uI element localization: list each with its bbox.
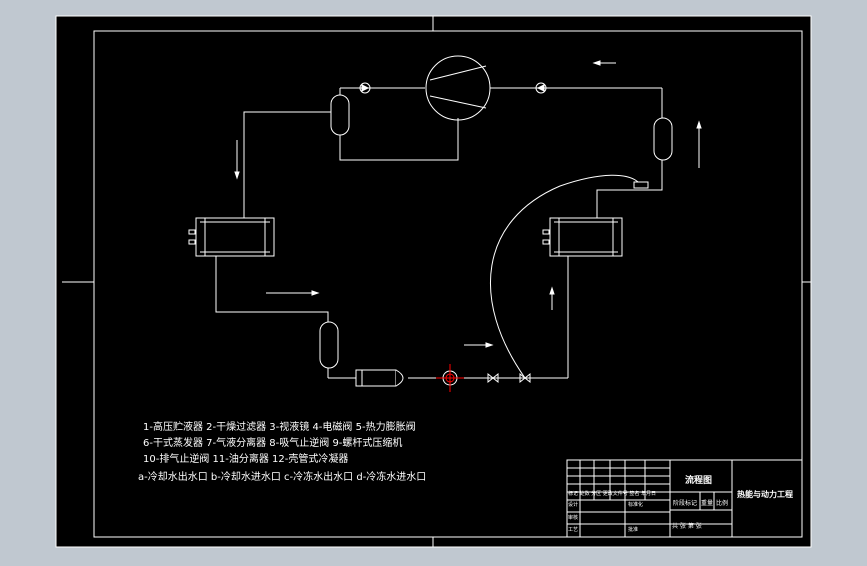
row-standard: 标准化 xyxy=(628,501,643,508)
legend-line-2: 6-干式蒸发器 7-气液分离器 8-吸气止逆阀 9-螺杆式压缩机 xyxy=(143,436,402,449)
flow-arrows xyxy=(234,60,702,348)
center-marks xyxy=(62,16,811,547)
legend-line-4: a-冷却水出水口 b-冷却水进水口 c-冷冻水出水口 d-冷冻水进水口 xyxy=(138,470,426,483)
weight-label: 重量 xyxy=(701,499,713,507)
title-block xyxy=(566,459,803,538)
title-block-text: 流程图 热能与动力工程 阶段标记 重量 比例 共 张 第 张 标记 处数 分区 … xyxy=(568,474,793,533)
header-columns: 标记 处数 分区 更改文件号 签名 年月日 xyxy=(568,490,656,497)
dryer-filter xyxy=(355,369,404,387)
dry-evaporator xyxy=(542,217,623,257)
expansion-valve xyxy=(519,372,531,384)
drawing-border xyxy=(93,30,803,538)
row-designer: 设计 xyxy=(568,501,578,508)
suction-check-valve xyxy=(535,82,547,94)
sheet-info: 共 张 第 张 xyxy=(672,522,702,530)
legend-line-1: 1-高压贮液器 2-干燥过滤器 3-视液镜 4-电磁阀 5-热力膨胀阀 xyxy=(143,420,416,433)
row-reviewer: 审核 xyxy=(568,514,578,521)
oil-separator xyxy=(330,94,350,136)
high-pressure-receiver xyxy=(319,321,339,369)
sight-glass xyxy=(436,364,464,392)
legend-line-3: 10-排气止逆阀 11-油分离器 12-壳管式冷凝器 xyxy=(143,452,348,465)
screw-compressor xyxy=(425,55,491,121)
drawing-title: 流程图 xyxy=(685,474,712,486)
bulb-sensor xyxy=(633,181,649,189)
discharge-check-valve xyxy=(359,82,371,94)
stage-mark-label: 阶段标记 xyxy=(673,499,697,507)
organization-name: 热能与动力工程 xyxy=(737,489,793,499)
row-process: 工艺 xyxy=(568,527,578,533)
scale-label: 比例 xyxy=(716,499,728,507)
gas-liquid-separator xyxy=(653,117,673,161)
component-legend: 1-高压贮液器 2-干燥过滤器 3-视液镜 4-电磁阀 5-热力膨胀阀 6-干式… xyxy=(138,420,426,483)
drawing-sheet xyxy=(55,15,812,548)
piping xyxy=(215,87,663,379)
row-approve: 批准 xyxy=(628,526,638,533)
solenoid-valve xyxy=(487,372,499,384)
shell-tube-condenser xyxy=(188,217,275,257)
